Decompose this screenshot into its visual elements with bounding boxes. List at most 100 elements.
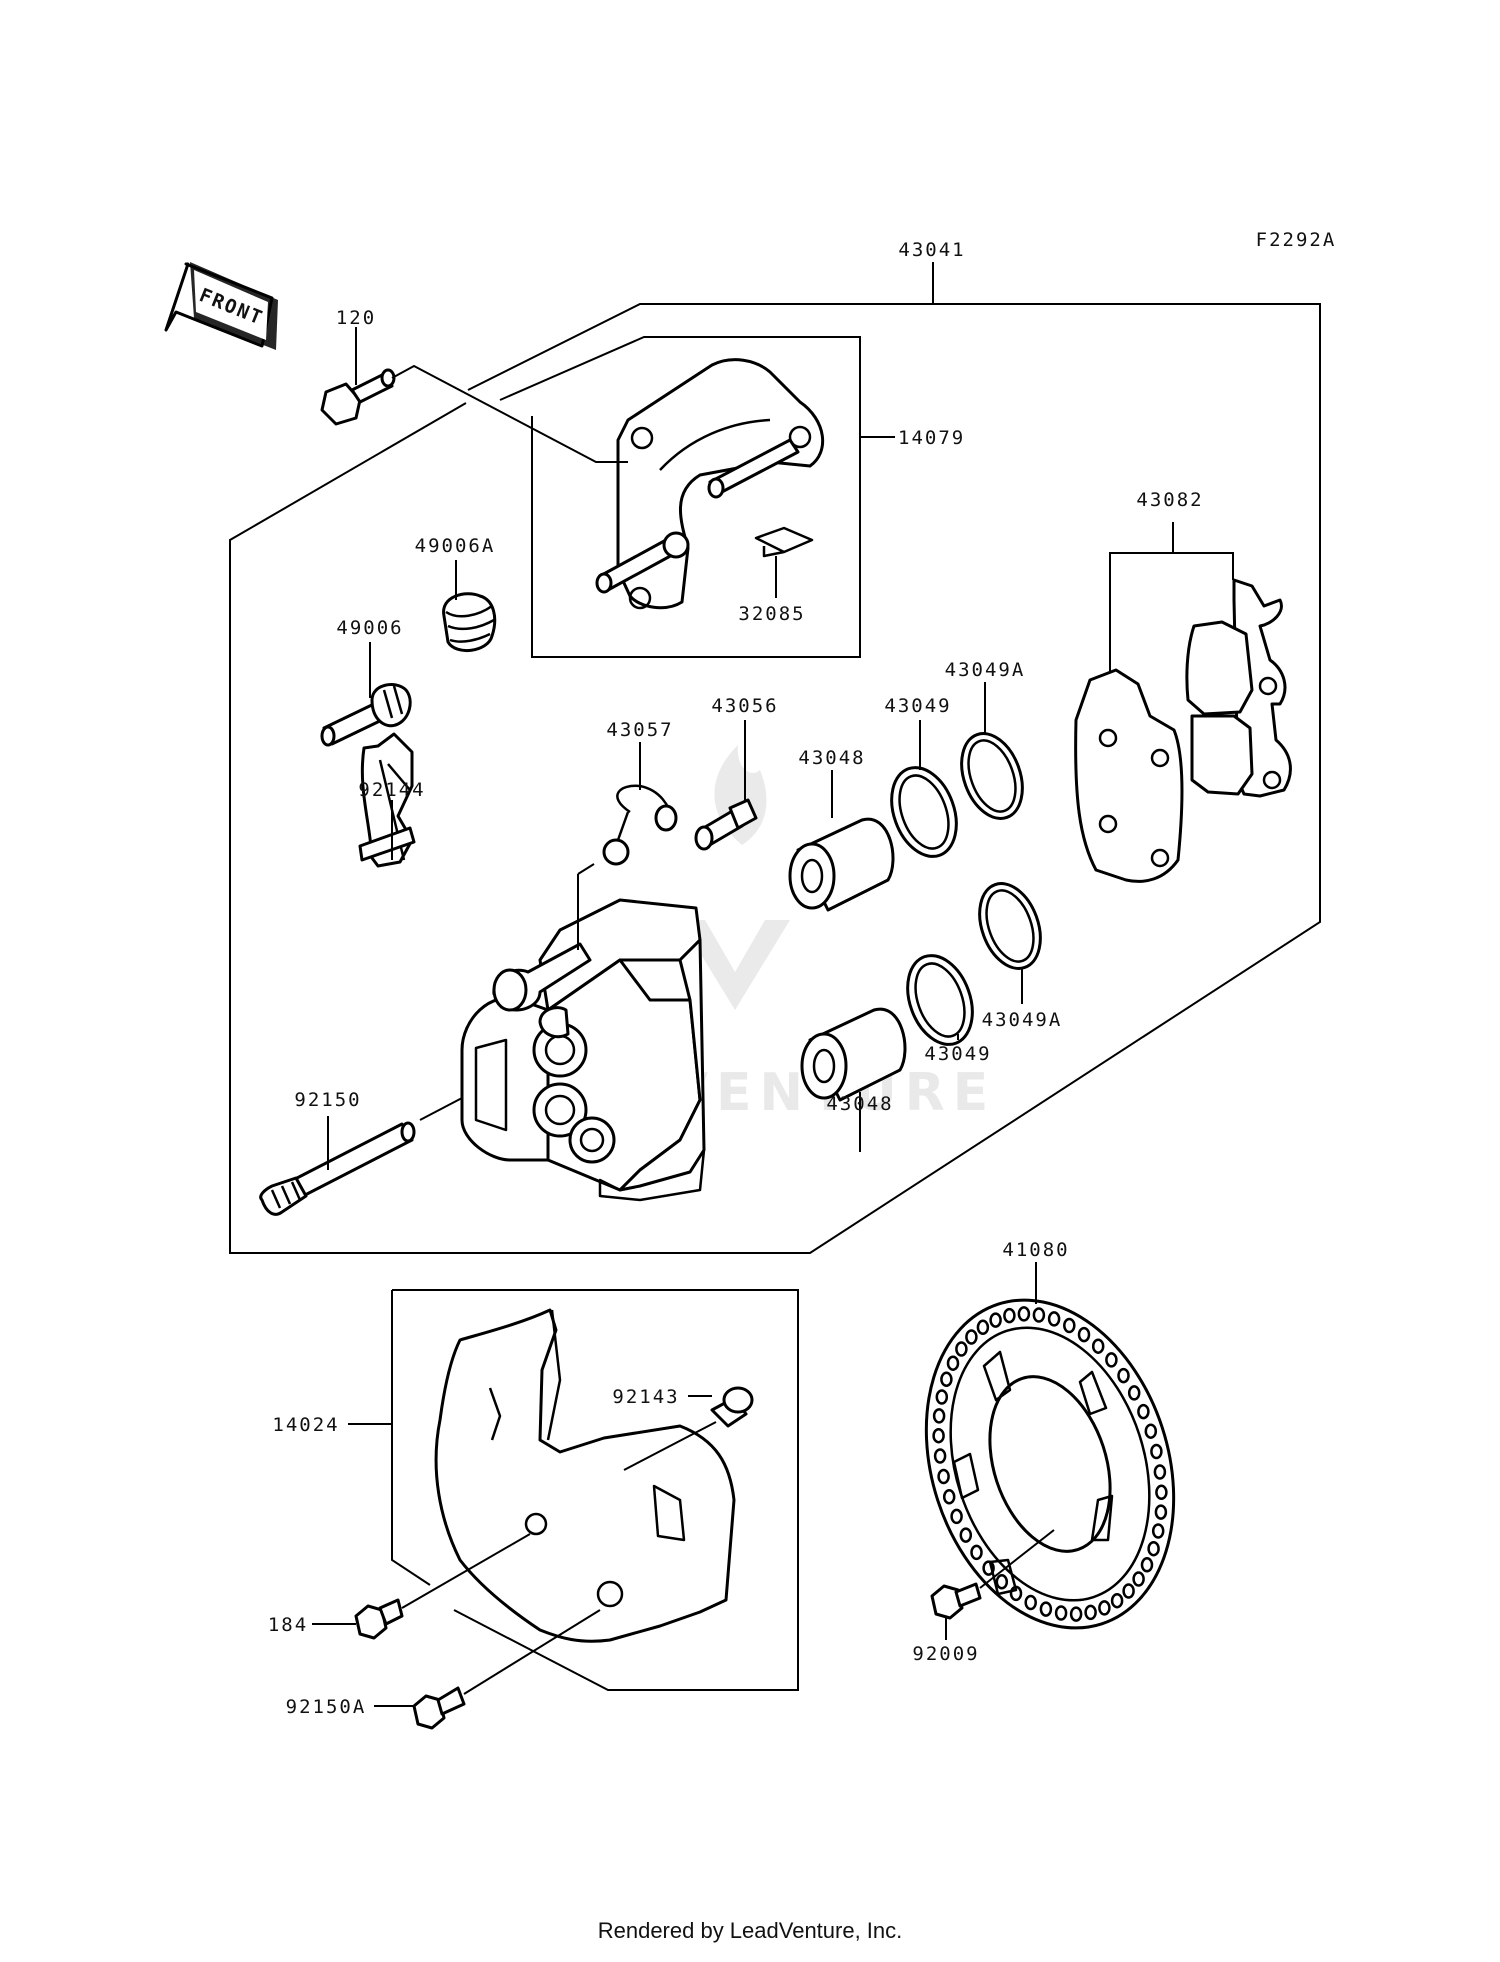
leader-120-to-bracket (391, 364, 628, 463)
label-92144[interactable]: 92144 (358, 779, 425, 801)
disc-hole (1147, 1540, 1160, 1557)
label-32085[interactable]: 32085 (738, 603, 805, 625)
disc-hole (932, 1427, 945, 1444)
label-43057[interactable]: 43057 (606, 719, 673, 741)
disc-hole (1137, 1403, 1150, 1420)
bolt-184 (354, 1598, 404, 1640)
label-14079[interactable]: 14079 (898, 427, 965, 449)
bolt-92150a (412, 1686, 466, 1730)
leader-caliper-43057-b (577, 863, 595, 875)
leader-92009-to-disc (979, 1529, 1055, 1589)
disc-hole (1144, 1423, 1158, 1439)
disc-hole (976, 1319, 990, 1336)
caliper-assembly-outline (229, 303, 1321, 1254)
pad-spring-92144 (358, 732, 416, 868)
disc-hole (1155, 1484, 1168, 1501)
disc-hole (1077, 1326, 1091, 1343)
disc-hole (1063, 1317, 1076, 1334)
disc-hole (989, 1312, 1002, 1328)
disc-hole (1140, 1557, 1154, 1573)
label-92150[interactable]: 92150 (294, 1089, 361, 1111)
brake-pad-rear (1185, 578, 1292, 798)
bracket-box-outline (499, 336, 861, 658)
disc-hole (1117, 1367, 1130, 1384)
disc-hole (1032, 1307, 1046, 1323)
label-43049a-top[interactable]: 43049A (945, 659, 1026, 681)
label-43049a-bot[interactable]: 43049A (982, 1009, 1063, 1031)
disc-hole (1154, 1504, 1168, 1520)
disc-hole (940, 1371, 953, 1388)
disc-hole (937, 1468, 950, 1485)
disc-hole (932, 1408, 946, 1424)
disc-hole (1039, 1601, 1053, 1617)
disc-hole (950, 1508, 963, 1525)
disc-hole (1069, 1606, 1083, 1622)
disc-hole (1150, 1443, 1163, 1460)
disc-hole (959, 1527, 973, 1543)
leader-92150-to-caliper (419, 1097, 463, 1121)
label-92143[interactable]: 92143 (612, 1386, 679, 1408)
clip-43057 (602, 784, 678, 866)
guard-box-outline (391, 1289, 799, 1691)
disc-hole (933, 1448, 947, 1464)
disc-hole (1003, 1307, 1016, 1324)
disc-hole (1024, 1594, 1037, 1611)
leader-92150a-to-guard (463, 1609, 601, 1695)
label-43049-bot[interactable]: 43049 (924, 1043, 991, 1065)
label-41080[interactable]: 41080 (1002, 1239, 1069, 1261)
label-43056[interactable]: 43056 (711, 695, 778, 717)
label-43048-bot[interactable]: 43048 (826, 1093, 893, 1115)
seal-43049a-bottom (978, 882, 1042, 970)
brake-pad-front (1074, 668, 1184, 883)
disc-hole (995, 1574, 1009, 1590)
disc-hole (982, 1560, 995, 1576)
disc-guard-14024 (434, 1308, 736, 1643)
label-43049-top[interactable]: 43049 (884, 695, 951, 717)
label-49006[interactable]: 49006 (336, 617, 403, 639)
collar-92143 (710, 1386, 754, 1428)
label-120[interactable]: 120 (336, 307, 376, 329)
bolt-120 (320, 368, 396, 426)
disc-hole (942, 1489, 956, 1505)
label-184[interactable]: 184 (268, 1614, 308, 1636)
disc-hole (1132, 1571, 1145, 1587)
disc-hole (1091, 1338, 1105, 1354)
seal-43049-top (890, 766, 958, 858)
disc-hole (970, 1544, 983, 1561)
brake-disc-41080 (924, 1298, 1176, 1630)
caliper-bracket (595, 358, 825, 610)
label-49006a[interactable]: 49006A (415, 535, 496, 557)
pin-49006 (320, 683, 412, 747)
disc-hole (1153, 1464, 1167, 1480)
disc-hole (1054, 1605, 1068, 1621)
label-43082[interactable]: 43082 (1136, 489, 1203, 511)
bleeder-43056 (694, 798, 758, 851)
disc-hole (1098, 1600, 1111, 1616)
label-43048-top[interactable]: 43048 (798, 747, 865, 769)
front-arrow-icon: FRONT (164, 262, 278, 350)
diagram-code: F2292A (1256, 229, 1337, 251)
disc-hole (965, 1329, 978, 1345)
label-43041[interactable]: 43041 (898, 239, 965, 261)
disc-hole (1127, 1385, 1141, 1401)
label-92009[interactable]: 92009 (912, 1643, 979, 1665)
pin-92150 (259, 1121, 416, 1216)
disc-hole (1084, 1604, 1097, 1621)
disc-hole (1122, 1583, 1135, 1599)
label-14024[interactable]: 14024 (272, 1414, 339, 1436)
disc-hole (1110, 1592, 1124, 1609)
disc-hole (1047, 1311, 1061, 1327)
leader-184-to-guard (401, 1533, 531, 1609)
leader-92143-to-guard (623, 1421, 717, 1471)
disc-hole (935, 1389, 949, 1405)
caliper-body (460, 898, 706, 1202)
leader-43082 (1109, 552, 1234, 680)
pad-clip-32085 (754, 526, 814, 558)
seal-43049a-top (960, 732, 1024, 820)
piston-43048-top (788, 817, 895, 912)
bolt-92009 (930, 1582, 982, 1620)
label-92150a[interactable]: 92150A (286, 1696, 367, 1718)
footer-credit: Rendered by LeadVenture, Inc. (597, 1918, 903, 1943)
seal-43049-bottom (906, 954, 974, 1046)
